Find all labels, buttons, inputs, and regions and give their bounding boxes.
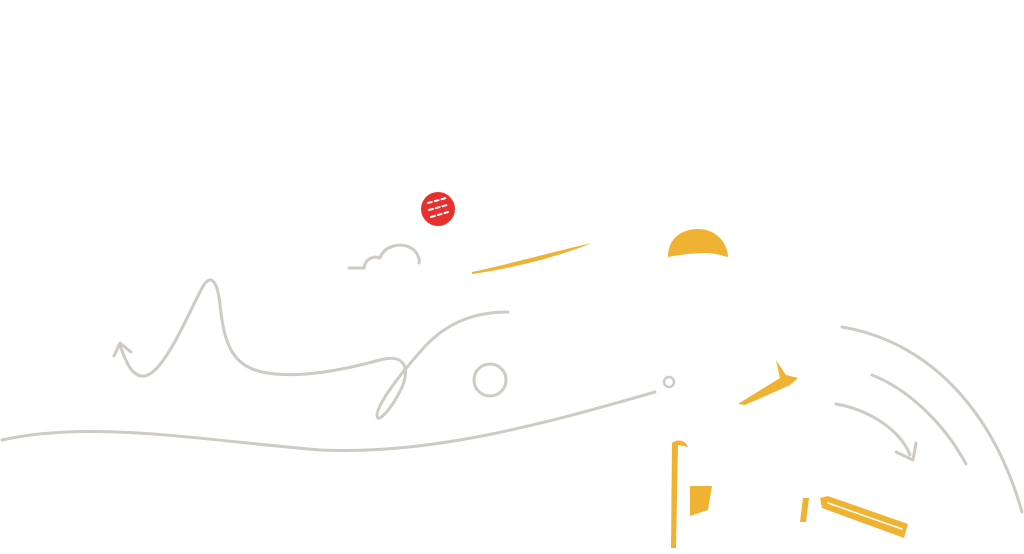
left-arrow-icon: [112, 341, 133, 358]
bounce-circle: [472, 362, 508, 398]
swing-arc-inner: [834, 402, 912, 457]
cricket-ball-icon: [421, 192, 455, 226]
swing-arc-outer: [840, 325, 1024, 514]
cloud-icon: [347, 243, 421, 270]
swing-arc-middle: [870, 373, 968, 466]
ground-line: [0, 390, 657, 453]
small-ball-outline: [662, 375, 676, 389]
bat-handle: [738, 360, 798, 405]
swing-streak: [472, 243, 592, 274]
ball-trajectory-line: [118, 278, 510, 420]
sun-icon: [668, 229, 728, 257]
wicket-stumps-icon: [671, 440, 908, 548]
right-arrow-icon: [894, 441, 918, 462]
